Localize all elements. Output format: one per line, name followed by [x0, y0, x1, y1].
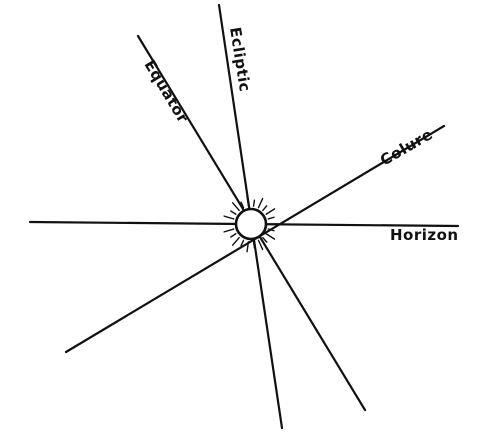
sun-ray — [230, 210, 237, 215]
sun-ray — [223, 228, 235, 233]
sun-ray — [240, 201, 245, 209]
sun-disk — [234, 207, 268, 241]
horizon-label: Horizon — [390, 226, 459, 244]
sun-ray — [262, 236, 268, 243]
sun-ray — [240, 239, 245, 247]
sun-ray — [246, 195, 250, 207]
sun-ray — [223, 215, 235, 220]
sun-ray — [257, 197, 264, 209]
sun-ray — [231, 202, 240, 212]
sun-ray — [262, 205, 268, 212]
sun-ray — [230, 233, 237, 238]
sun-rays — [223, 195, 280, 253]
sun-ray — [265, 233, 276, 240]
sun-ray — [267, 228, 275, 232]
equator-label: Equator — [141, 57, 193, 126]
sun-ray — [231, 236, 240, 246]
sun-ray — [252, 241, 256, 249]
colure-label: Colure — [377, 125, 436, 169]
sun-ray — [252, 199, 256, 207]
sun-ray — [267, 216, 275, 220]
sun-ray — [265, 208, 276, 215]
sun-icon — [223, 195, 280, 253]
sun-ray — [246, 241, 250, 253]
sun-ray — [257, 239, 264, 251]
